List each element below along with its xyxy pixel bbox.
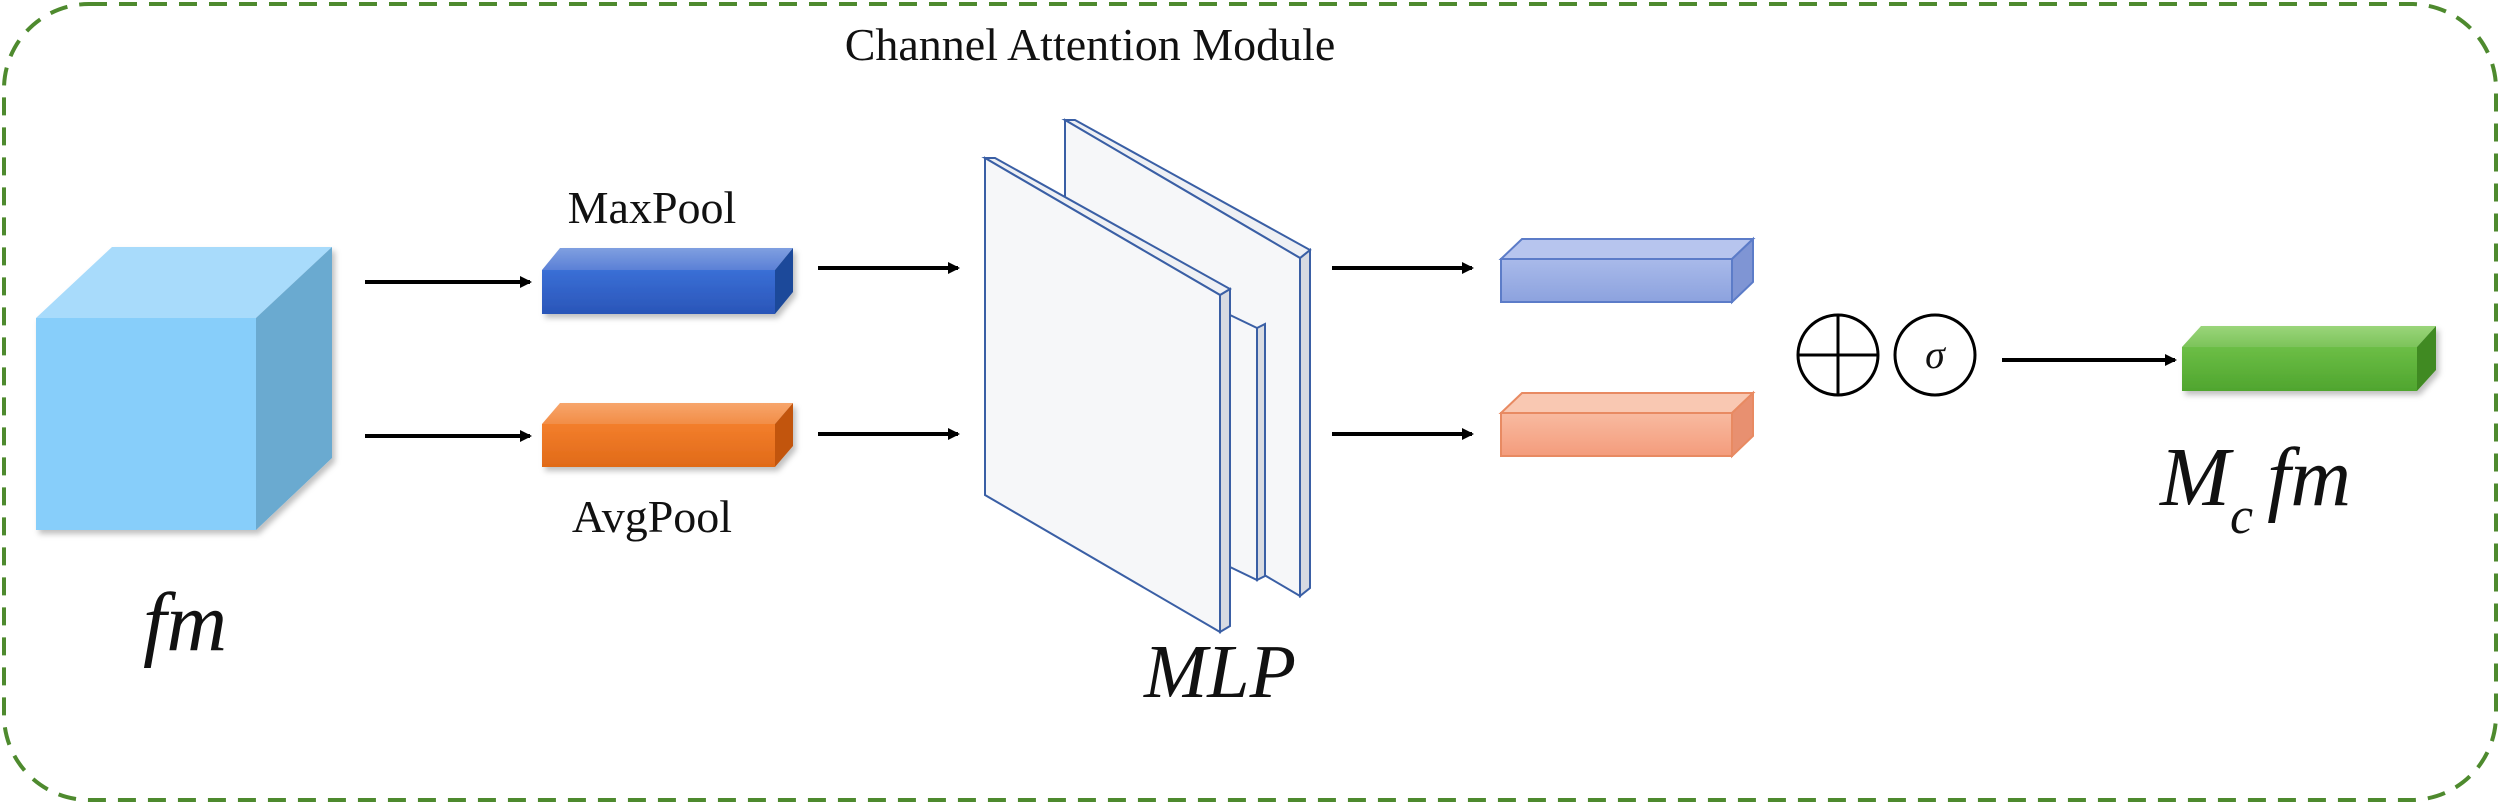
- input-feature-map-cube: [36, 247, 332, 530]
- maxpool-side-face: [775, 248, 793, 314]
- maxpool-label: MaxPool: [568, 182, 737, 233]
- out-max-front-face: [1500, 258, 1733, 303]
- mlp-output-avg-block: [1498, 390, 1756, 459]
- module-title: Channel Attention Module: [845, 19, 1336, 70]
- sigma-symbol: σ: [1925, 332, 1946, 377]
- out-avg-top-face: [1498, 392, 1756, 414]
- output-label-subscript: c: [2230, 488, 2253, 545]
- sigmoid-circle: [1893, 313, 1977, 397]
- mlp-output-max-block: [1498, 236, 1756, 305]
- mlp-front-edge-side: [1219, 287, 1231, 634]
- maxpool-front-face: [542, 270, 775, 314]
- output-label-suffix: fm: [2267, 431, 2351, 524]
- mlp-plate-front: [981, 156, 1232, 634]
- cube-front-face: [36, 318, 256, 530]
- mlp-mid-edge-side: [1256, 322, 1266, 582]
- avgpool-block: [542, 403, 793, 467]
- channel-attention-map-block: [2182, 326, 2436, 391]
- avgpool-front-face: [542, 424, 775, 467]
- cube-top-face: [36, 247, 332, 318]
- mlp-plate-middle: [1229, 313, 1266, 582]
- cube-side-face: [256, 247, 332, 530]
- avgpool-side-face: [775, 403, 793, 467]
- output-label-main: M: [2159, 431, 2234, 524]
- avgpool-top-face: [542, 403, 793, 424]
- elementwise-sum-icon: [1796, 313, 1880, 397]
- result-top-face: [2182, 326, 2436, 347]
- out-max-top-face: [1498, 238, 1756, 260]
- mlp-back-edge-side: [1299, 247, 1311, 599]
- maxpool-block: [542, 248, 793, 314]
- mlp-label: MLP: [1143, 630, 1296, 714]
- result-front-face: [2182, 347, 2417, 391]
- input-label: fm: [143, 576, 227, 669]
- maxpool-top-face: [542, 248, 793, 270]
- avgpool-label: AvgPool: [572, 491, 732, 542]
- sigmoid-operator: σ: [1893, 313, 1977, 397]
- out-avg-front-face: [1500, 412, 1733, 457]
- result-side-face: [2417, 326, 2436, 391]
- mlp-front-face: [984, 156, 1221, 634]
- mlp-mid-face: [1229, 313, 1258, 582]
